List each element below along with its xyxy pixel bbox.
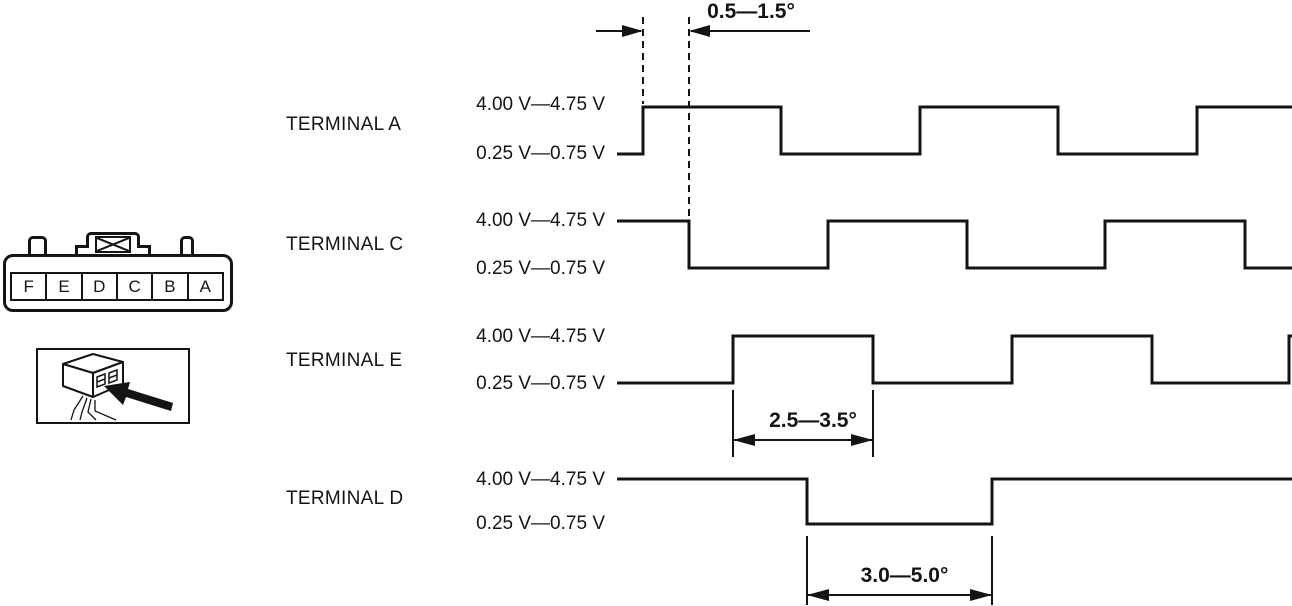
- connector-harness-icon: [62, 353, 173, 421]
- dimension-bottom-label: 3.0—5.0°: [860, 564, 949, 587]
- waveform-terminal-e: [617, 334, 1292, 385]
- wire-2: [79, 397, 88, 421]
- waveform-terminal-a: [617, 105, 1292, 156]
- arrowhead-right-icon: [851, 434, 873, 446]
- arrowhead-right-icon: [970, 589, 992, 601]
- terminal-d-label: TERMINAL D: [286, 488, 404, 509]
- pin-cell-c: C: [115, 274, 151, 299]
- arrowhead-left-icon: [689, 25, 710, 37]
- connector-top-tab-left: [28, 236, 47, 257]
- terminal-d-high-voltage-label: 4.00 V—4.75 V: [476, 469, 605, 490]
- dimension-mid: [732, 390, 874, 457]
- pin-cell-b: B: [151, 274, 186, 299]
- insert-direction-arrow-icon: [104, 382, 173, 411]
- terminal-a-high-voltage-label: 4.00 V—4.75 V: [476, 94, 605, 115]
- arrowhead-right-icon: [622, 25, 643, 37]
- dimension-bottom: [806, 536, 993, 605]
- terminal-c-label: TERMINAL C: [286, 234, 404, 255]
- pin-cell-d: D: [80, 274, 116, 299]
- terminal-c-low-voltage-label: 0.25 V—0.75 V: [476, 258, 605, 279]
- wire-4: [94, 400, 117, 421]
- terminal-a-low-voltage-label: 0.25 V—0.75 V: [476, 143, 605, 164]
- terminal-e-high-voltage-label: 4.00 V—4.75 V: [476, 326, 605, 347]
- harness-view-icon-box: [36, 348, 190, 424]
- waveform-traces: [617, 105, 1292, 526]
- terminal-d-low-voltage-label: 0.25 V—0.75 V: [476, 513, 605, 534]
- pin-slot-2-detail: [108, 374, 118, 379]
- pin-slot-1-detail: [96, 378, 106, 383]
- arrowhead-left-icon: [733, 434, 755, 446]
- connector-pin-strip: F E D C B A: [10, 272, 224, 301]
- waveform-terminal-c: [617, 219, 1292, 270]
- connector-top-tab-right: [180, 236, 194, 257]
- terminal-e-label: TERMINAL E: [286, 350, 403, 371]
- pin-cell-f: F: [23, 276, 34, 296]
- wire-1: [70, 395, 84, 421]
- dimension-top: [596, 17, 810, 219]
- waveform-terminal-d: [617, 477, 1292, 526]
- arrowhead-left-icon: [807, 589, 829, 601]
- pin-slot-1: [96, 372, 106, 389]
- crossbox-x-icon: [96, 237, 130, 252]
- wire-3: [87, 398, 97, 421]
- pin-cell-e: E: [45, 274, 80, 299]
- pin-slot-2: [108, 368, 118, 385]
- terminal-c-high-voltage-label: 4.00 V—4.75 V: [476, 210, 605, 231]
- dimension-top-label: 0.5—1.5°: [707, 0, 795, 23]
- pin-cell-a: A: [186, 274, 222, 299]
- terminal-a-label: TERMINAL A: [286, 114, 402, 135]
- dimension-mid-label: 2.5—3.5°: [769, 409, 857, 432]
- terminal-e-low-voltage-label: 0.25 V—0.75 V: [476, 373, 605, 394]
- connector-latch-crossbox: [95, 236, 131, 253]
